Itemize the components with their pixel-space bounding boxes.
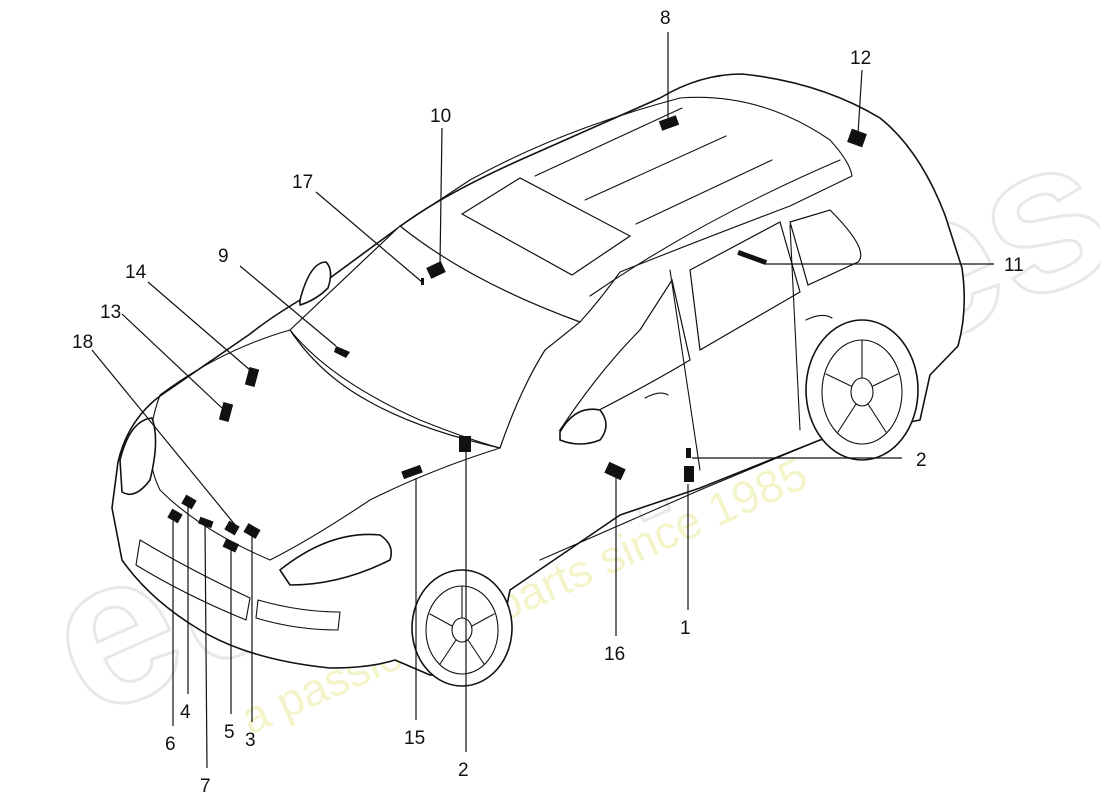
front-door-window [558, 278, 691, 432]
label-mark-12 [847, 128, 867, 148]
leader-14 [147, 281, 251, 371]
callout-18: 18 [72, 332, 93, 353]
callout-8: 8 [660, 8, 671, 29]
front-door-line [669, 269, 701, 471]
leader-9 [239, 265, 337, 347]
leader-13 [121, 313, 223, 409]
label-mark-1 [684, 466, 694, 482]
rear-door-line [789, 224, 801, 431]
label-mark-9 [334, 346, 350, 358]
leader-10 [439, 127, 443, 265]
label-mark-8 [658, 115, 680, 131]
callout-17: 17 [292, 172, 313, 193]
callout-2b: 2 [916, 450, 927, 471]
rear-wheel [805, 319, 919, 461]
callout-12: 12 [850, 48, 871, 69]
callout-7: 7 [200, 776, 211, 797]
label-mark-16 [604, 461, 626, 481]
grille [135, 539, 251, 621]
callout-6: 6 [165, 734, 176, 755]
roof-rail-mid [584, 135, 727, 201]
right-mirror [559, 408, 607, 445]
callout-9: 9 [218, 246, 229, 267]
rear-door-window [689, 221, 801, 351]
sill-line [539, 439, 821, 561]
leader-18 [91, 349, 237, 527]
leader-lines [91, 32, 994, 769]
label-mark-6 [167, 508, 183, 524]
roof-rail-left [534, 107, 683, 177]
bonnet-panel [149, 329, 501, 561]
label-mark-2a [459, 436, 471, 452]
quarter-window [789, 209, 862, 286]
callout-labels: 1 2 2 3 4 5 6 7 8 9 10 11 12 13 14 15 16… [72, 8, 1024, 797]
callout-14: 14 [125, 262, 147, 283]
sunroof [460, 177, 632, 276]
left-mirror [299, 261, 332, 306]
label-mark-11 [737, 250, 768, 266]
label-mark-14 [244, 367, 260, 387]
label-mark-5 [222, 538, 240, 553]
callout-3: 3 [245, 730, 256, 751]
front-wheel [411, 569, 513, 687]
roof-rail-right [635, 159, 773, 225]
front-door-handle [644, 392, 669, 399]
label-mark-10 [426, 261, 446, 279]
rear-door-handle [805, 314, 833, 321]
callout-13: 13 [100, 302, 121, 323]
label-mark-2b [686, 448, 691, 458]
label-mark-15 [401, 464, 423, 480]
roof-side-rail [589, 159, 841, 297]
label-mark-13 [218, 402, 234, 422]
callout-16: 16 [604, 644, 625, 665]
leader-17 [315, 191, 423, 283]
callout-11: 11 [1004, 255, 1024, 276]
callout-4: 4 [180, 702, 191, 723]
callout-10: 10 [430, 106, 451, 127]
right-headlight [279, 533, 393, 586]
callout-5: 5 [224, 722, 235, 743]
car-illustration [111, 73, 966, 687]
label-mark-4 [181, 494, 197, 510]
left-headlight [119, 417, 157, 496]
callout-1: 1 [680, 618, 691, 639]
lower-intake [255, 599, 341, 631]
label-mark-18 [224, 520, 240, 536]
label-mark-3 [243, 523, 261, 539]
label-mark-17 [421, 278, 424, 285]
windscreen [289, 225, 582, 449]
label-mark-7 [198, 516, 214, 529]
callout-15: 15 [404, 728, 425, 749]
leader-7 [204, 525, 208, 769]
leader-12 [857, 69, 863, 135]
callout-2a: 2 [458, 760, 469, 781]
